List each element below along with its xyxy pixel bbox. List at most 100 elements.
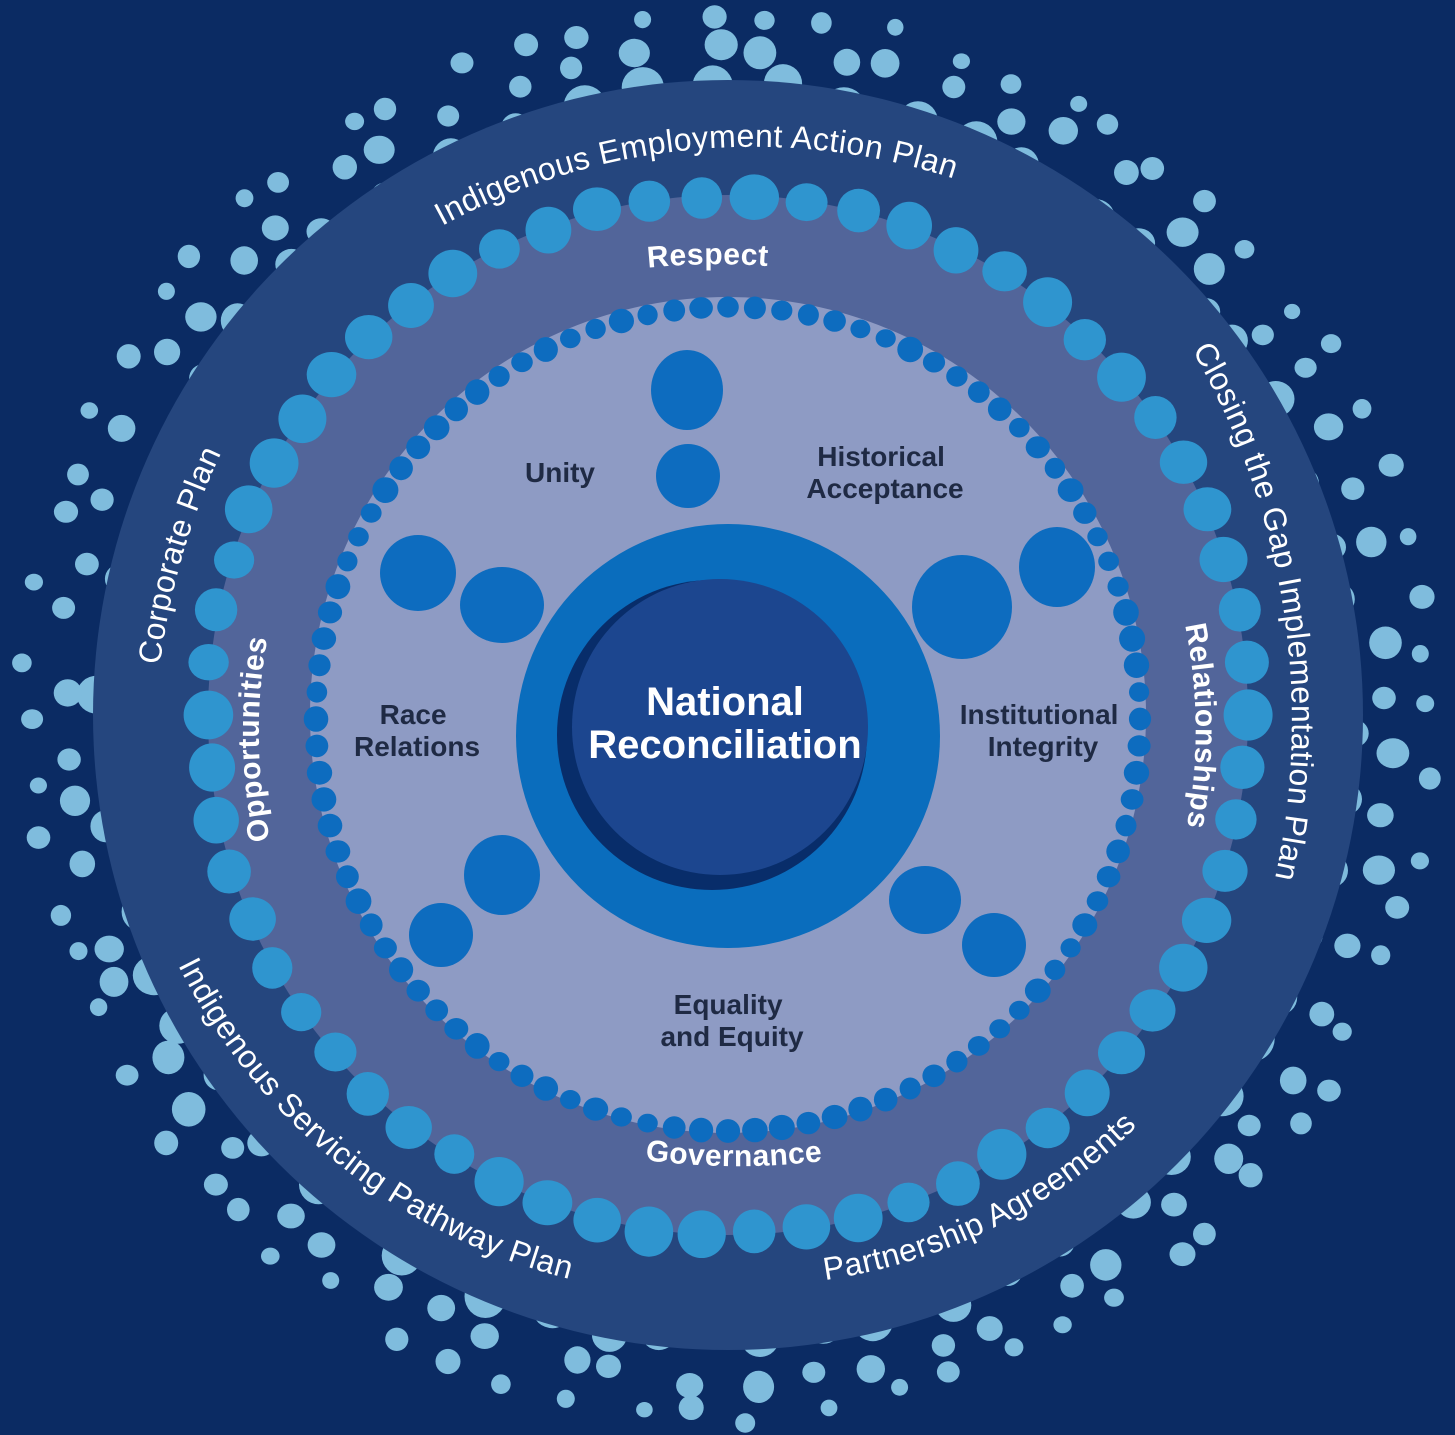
- outer-dot: [57, 748, 81, 771]
- outer-dot: [1104, 1288, 1124, 1307]
- inner-dot: [689, 297, 713, 319]
- middle-dot: [936, 1161, 980, 1206]
- outer-dot: [560, 56, 583, 80]
- outer-dot: [107, 414, 136, 442]
- inner-dot: [533, 1076, 559, 1101]
- inner-dot: [406, 435, 431, 460]
- outer-dot: [811, 12, 832, 34]
- middle-dot: [1134, 396, 1177, 439]
- middle-dot: [977, 1128, 1027, 1180]
- middle-dot: [183, 690, 234, 740]
- outer-dot: [1237, 1114, 1261, 1137]
- outer-dot: [891, 1378, 909, 1396]
- inner-dot: [311, 787, 337, 812]
- inner-dot: [1025, 436, 1050, 459]
- outer-dot: [185, 302, 217, 332]
- middle-dot: [1218, 588, 1261, 632]
- outer-dot: [29, 777, 47, 794]
- middle-dot: [214, 541, 255, 579]
- inner-dot: [317, 813, 343, 838]
- inner-label-equality-equity: Equality and Equity: [660, 989, 804, 1052]
- outer-dot: [514, 33, 539, 57]
- inner-dot: [922, 351, 946, 373]
- outer-dot: [24, 573, 43, 591]
- inner-dot: [360, 503, 382, 523]
- outer-dot: [743, 1370, 775, 1403]
- outer-dot: [1234, 240, 1255, 259]
- outer-dot: [1362, 855, 1395, 885]
- middle-dot: [188, 644, 229, 681]
- outer-dot: [171, 1092, 206, 1127]
- inner-dot: [303, 706, 329, 732]
- inner-dot: [1060, 938, 1081, 958]
- inner-dot: [768, 1114, 795, 1141]
- outer-dot: [636, 1402, 653, 1418]
- meeting-blobs: [380, 350, 1095, 977]
- middle-dot: [886, 201, 932, 250]
- outer-dot: [230, 246, 258, 275]
- outer-dot: [1238, 1163, 1263, 1188]
- outer-dot: [277, 1203, 305, 1229]
- middle-dot: [1224, 640, 1269, 684]
- outer-dot: [856, 1355, 885, 1383]
- outer-dot: [1385, 896, 1410, 919]
- middle-dot: [314, 1032, 357, 1072]
- outer-dot: [221, 1137, 245, 1159]
- outer-dot: [1169, 1242, 1196, 1267]
- outer-dot: [1376, 738, 1410, 769]
- middle-dot: [785, 183, 828, 222]
- inner-dot: [311, 627, 337, 650]
- outer-dot: [1060, 1273, 1084, 1298]
- inner-dot: [488, 365, 510, 387]
- inner-dot: [306, 760, 333, 785]
- inner-label-historical-acceptance: Historical Acceptance: [806, 441, 963, 504]
- middle-label-respect: Respect: [646, 238, 770, 274]
- outer-dot: [1251, 324, 1274, 346]
- inner-dot: [533, 337, 558, 362]
- inner-dot: [899, 1077, 921, 1100]
- inner-dot: [608, 308, 635, 334]
- outer-dot: [564, 1346, 591, 1374]
- outer-dot: [564, 26, 589, 49]
- outer-dot: [634, 11, 652, 29]
- inner-dot: [425, 999, 449, 1022]
- outer-dot: [267, 172, 289, 193]
- inner-dot: [389, 957, 414, 983]
- middle-dot: [1064, 1069, 1110, 1117]
- inner-dot: [1098, 551, 1119, 571]
- outer-dot: [1166, 217, 1199, 247]
- outer-dot: [363, 135, 395, 164]
- inner-dot: [1119, 625, 1146, 652]
- inner-dot: [1044, 457, 1066, 479]
- inner-dot: [1009, 1000, 1030, 1020]
- outer-dot: [1294, 357, 1317, 378]
- middle-label-governance: Governance: [644, 1134, 824, 1173]
- middle-dot: [1063, 319, 1107, 361]
- outer-dot: [952, 53, 971, 69]
- inner-dot: [1072, 913, 1098, 937]
- outer-dot: [1409, 584, 1435, 609]
- outer-dot: [80, 402, 99, 419]
- outer-dot: [1369, 626, 1402, 660]
- outer-dot: [1356, 526, 1387, 558]
- middle-dot: [782, 1204, 831, 1250]
- outer-dot: [374, 1273, 403, 1301]
- middle-dot: [1202, 849, 1248, 892]
- outer-dot: [1334, 933, 1361, 958]
- outer-dot: [936, 1361, 960, 1383]
- middle-dot: [346, 1072, 389, 1116]
- middle-dot: [677, 1210, 726, 1258]
- inner-dot: [967, 381, 990, 403]
- outer-dot: [743, 36, 777, 70]
- middle-dot: [1159, 440, 1208, 484]
- outer-dot: [1313, 413, 1344, 441]
- middle-dot: [887, 1182, 930, 1223]
- outer-dot: [1161, 1192, 1187, 1217]
- outer-dot: [69, 850, 96, 878]
- outer-dot: [157, 282, 175, 300]
- outer-dot: [1416, 695, 1435, 713]
- outer-dot: [470, 1323, 499, 1349]
- outer-dot: [59, 785, 91, 816]
- inner-dot: [325, 574, 351, 600]
